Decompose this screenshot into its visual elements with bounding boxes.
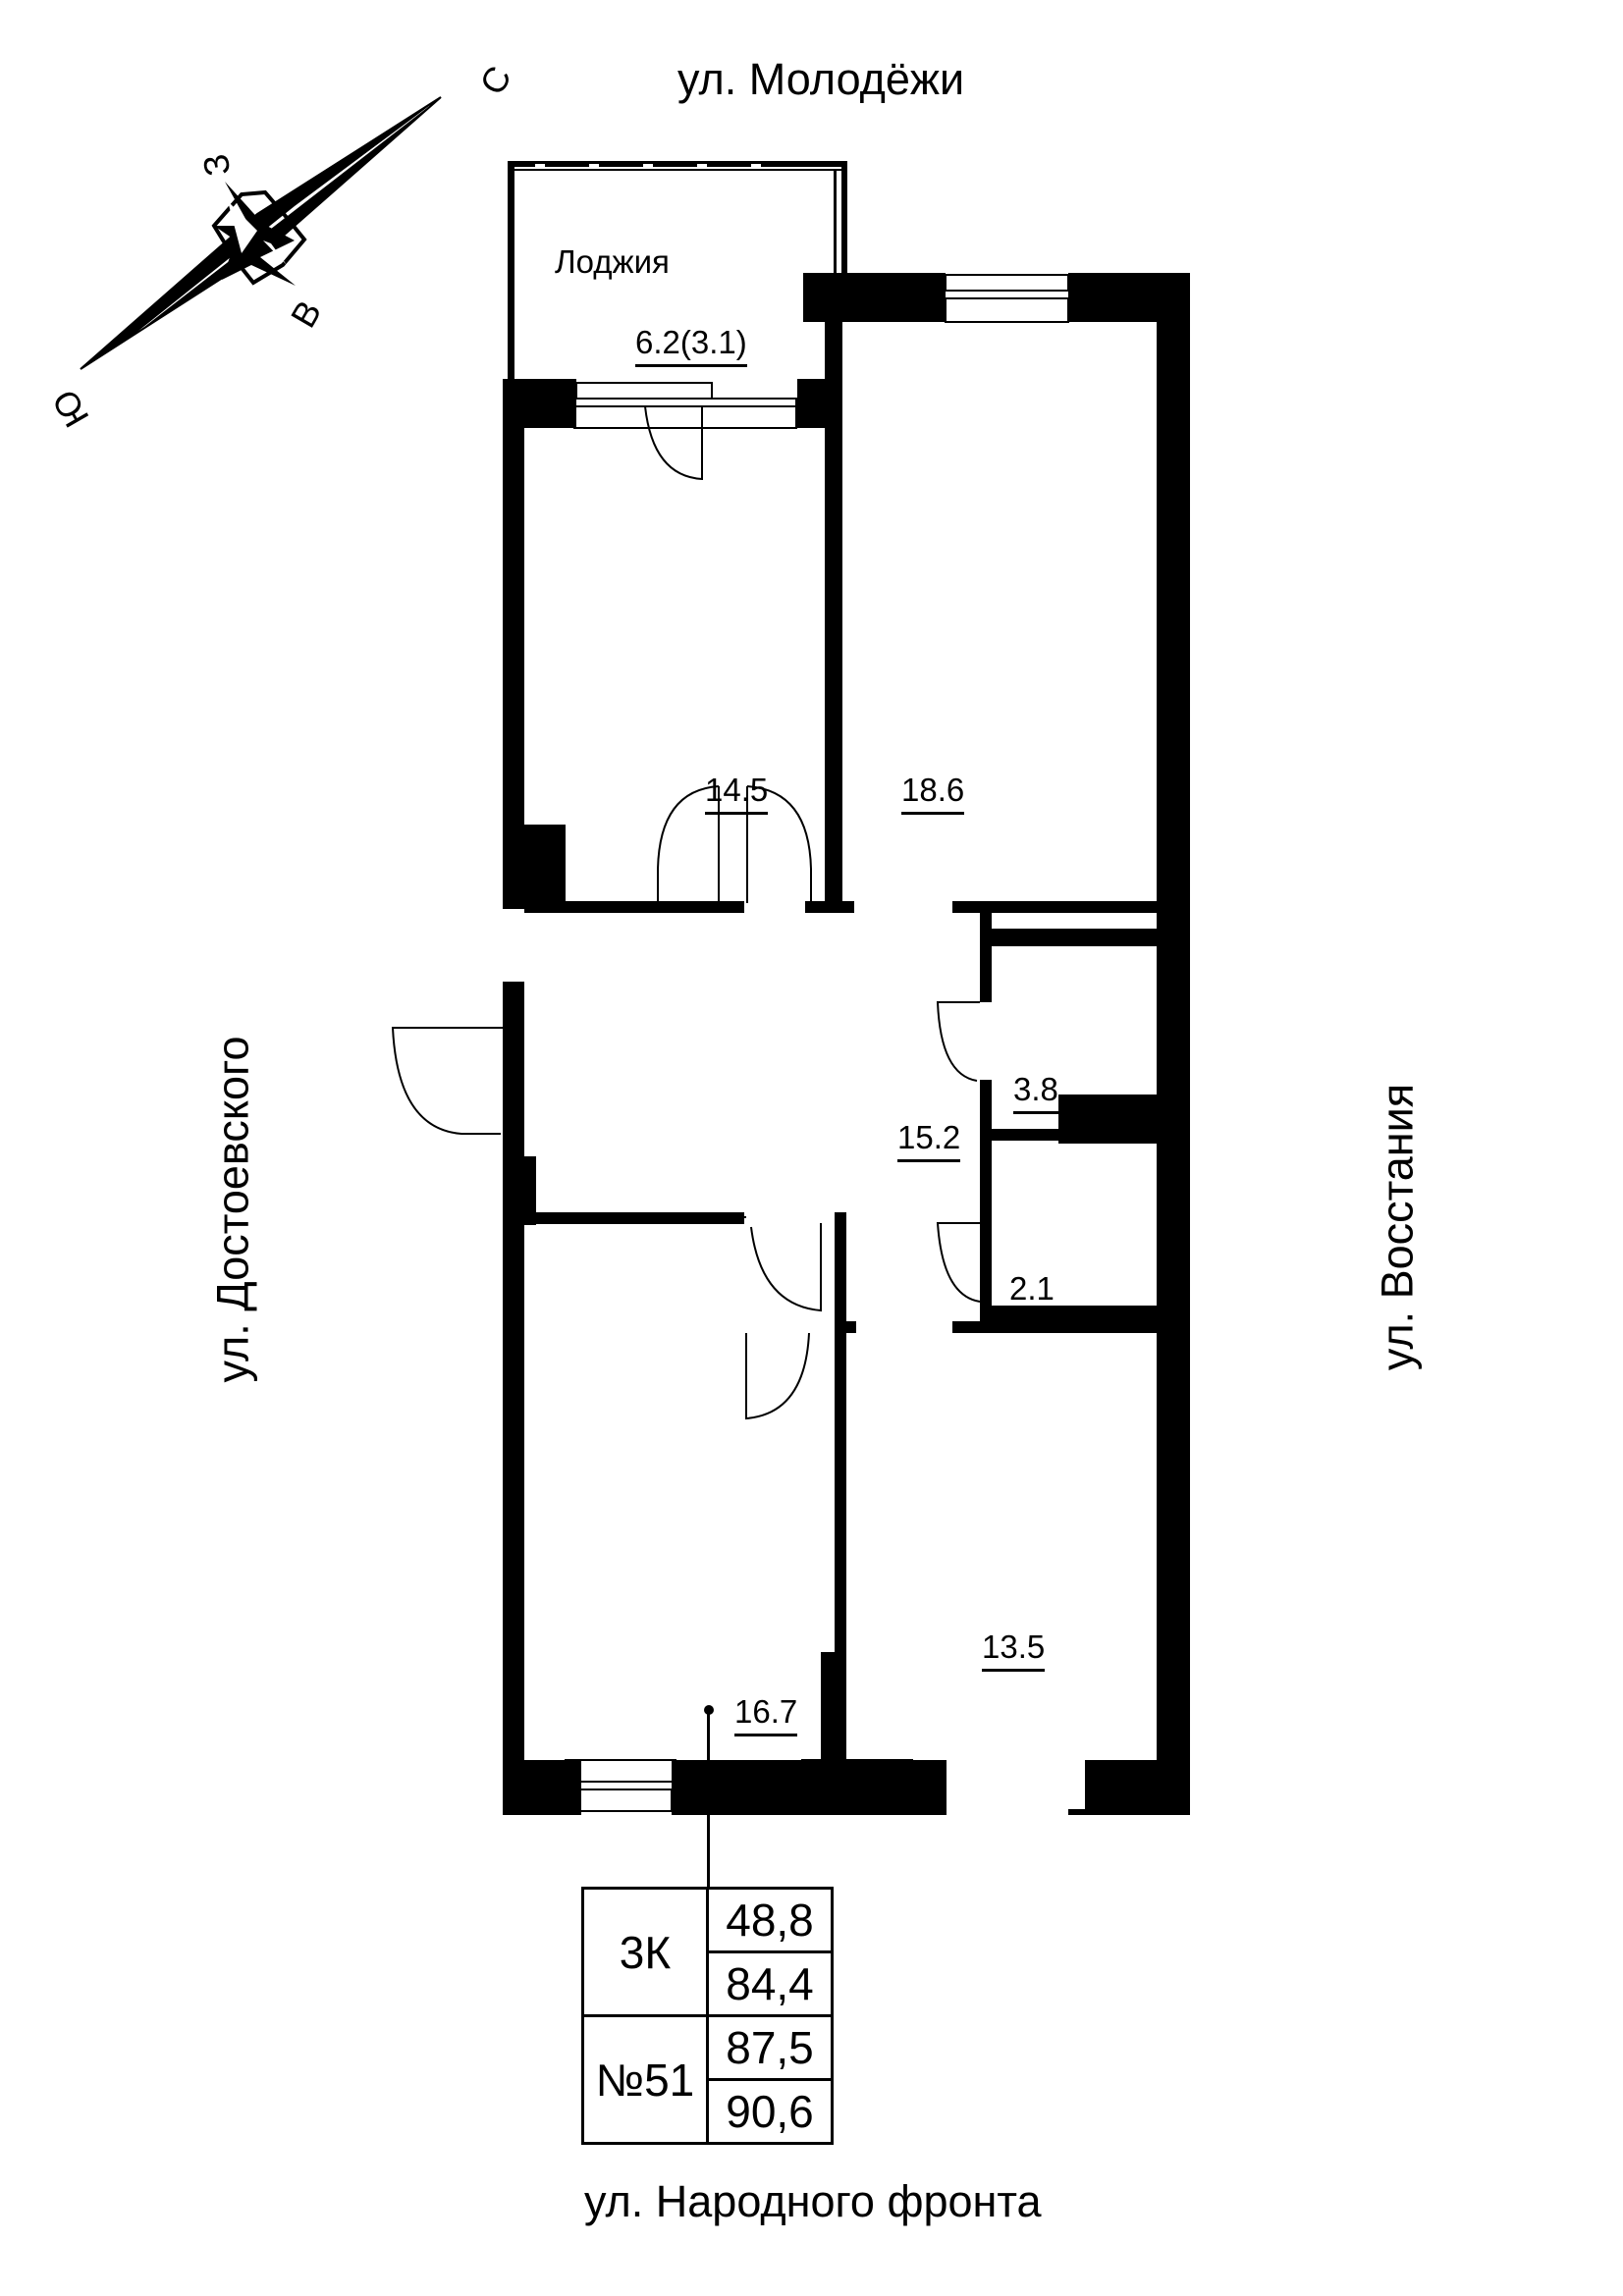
street-label-south: ул. Народного фронта	[584, 2176, 1042, 2226]
room-name-loggia: Лоджия	[555, 243, 670, 280]
compass-rose-icon	[80, 96, 442, 370]
room-area-loggia: 6.2(3.1)	[635, 326, 747, 367]
apartment-info-table: 3К 48,8 84,4 №51 87,5 90,6	[581, 1887, 834, 2145]
living-area-value: 48,8	[706, 1887, 834, 1953]
room-area-bathroom: 3.8	[1013, 1073, 1058, 1114]
room-area-room-se: 13.5	[982, 1630, 1046, 1672]
total-area-value: 84,4	[706, 1950, 834, 2017]
room-area-hallway: 15.2	[897, 1121, 961, 1162]
street-label-west: ул. Достоевского	[207, 1036, 258, 1383]
apartment-type: 3К	[581, 1887, 709, 2017]
loggia	[508, 161, 847, 383]
area-with-loggia-full-value: 90,6	[706, 2078, 834, 2145]
area-with-loggia-reduced-value: 87,5	[706, 2014, 834, 2081]
room-area-bedroom-nw: 14.5	[705, 774, 769, 815]
apartment-number: №51	[581, 2014, 709, 2145]
room-area-room-ne: 18.6	[901, 774, 965, 815]
leader-line	[704, 1705, 714, 1887]
walls	[503, 273, 1190, 1815]
windows	[563, 274, 1071, 1812]
room-area-room-sw: 16.7	[734, 1695, 798, 1736]
street-label-north: ул. Молодёжи	[677, 54, 965, 104]
doors	[391, 405, 981, 1420]
room-area-wc: 2.1	[1009, 1272, 1055, 1313]
street-label-east: ул. Восстания	[1372, 1083, 1423, 1371]
